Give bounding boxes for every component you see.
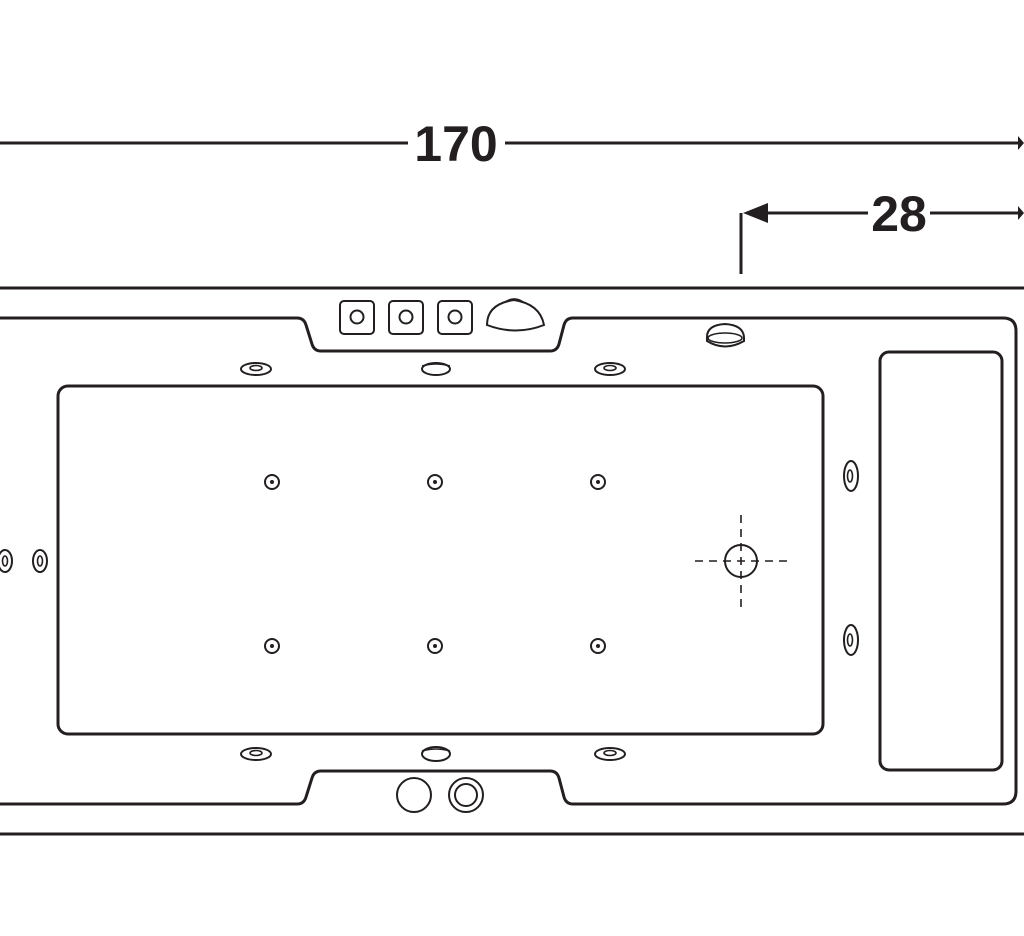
- control-button[interactable]: [437, 300, 473, 335]
- dimension-headrest-offset: 28: [739, 186, 1024, 274]
- air-jet: [590, 638, 606, 654]
- side-jet: [421, 362, 451, 376]
- bottom-controls: [396, 777, 484, 813]
- control-knob[interactable]: [396, 777, 432, 813]
- spout-icon: [485, 298, 546, 332]
- air-jet: [264, 474, 280, 490]
- dimension-overall-length: 170: [0, 116, 1024, 172]
- control-buttons: [339, 300, 473, 335]
- headrest-offset-label: 28: [871, 186, 927, 242]
- side-jets-top: [240, 362, 626, 376]
- control-button[interactable]: [339, 300, 375, 335]
- air-jet: [427, 638, 443, 654]
- drain-icon: [706, 322, 745, 348]
- end-jet: [843, 624, 859, 656]
- end-jet: [0, 549, 13, 573]
- side-jet: [240, 747, 272, 761]
- arrowhead-right: [1018, 206, 1024, 220]
- drain-icon: [695, 515, 790, 608]
- air-jet: [427, 474, 443, 490]
- side-jet: [594, 362, 626, 376]
- end-jets-left: [0, 549, 48, 573]
- floor-air-jets: [264, 474, 606, 654]
- basin: [56, 384, 825, 736]
- side-jet: [240, 362, 272, 376]
- air-jet: [590, 474, 606, 490]
- end-jets-right: [843, 460, 859, 656]
- control-button[interactable]: [388, 300, 424, 335]
- end-jet: [843, 460, 859, 492]
- end-jet: [32, 549, 48, 573]
- side-jets-bottom: [240, 746, 626, 762]
- arrowhead-left: [743, 203, 768, 223]
- air-jet: [264, 638, 280, 654]
- headrest-pad: [878, 350, 1004, 772]
- side-jet: [594, 747, 626, 761]
- outer-rim: [0, 286, 1024, 836]
- arrowhead-right: [1018, 136, 1024, 150]
- overall-length-label: 170: [414, 116, 497, 172]
- side-jet: [421, 746, 451, 762]
- deck-outline: [0, 316, 1018, 806]
- control-knob[interactable]: [448, 777, 484, 813]
